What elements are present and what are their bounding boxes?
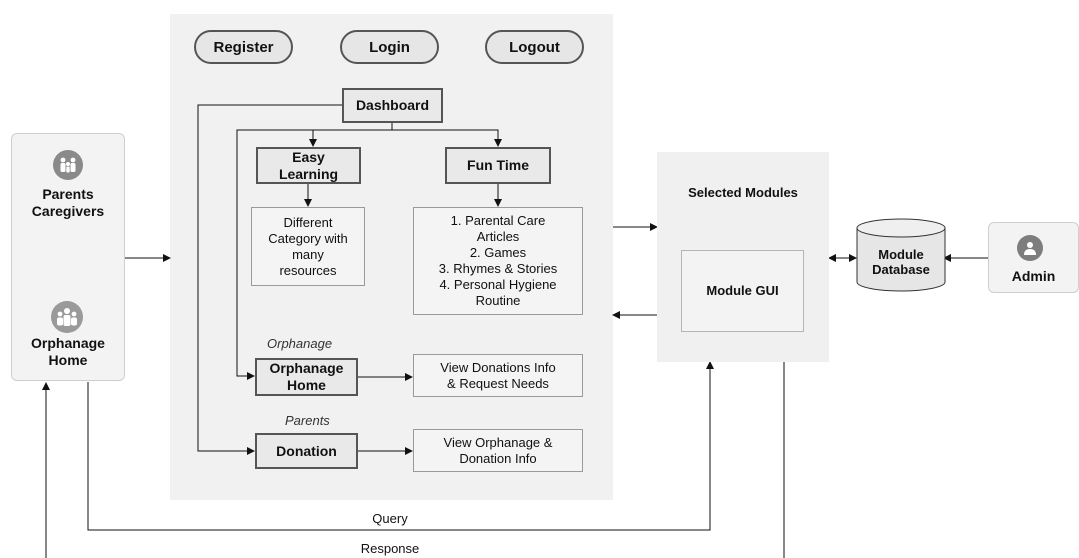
easy-learning-description: Different Category with many resources <box>251 207 365 286</box>
donation-description: View Orphanage & Donation Info <box>413 429 583 472</box>
admin-user-icon <box>1017 235 1043 261</box>
orphanage-home-label: Orphanage Home <box>31 335 105 368</box>
admin-label: Admin <box>1011 268 1056 284</box>
easy-learning-box: Easy Learning <box>256 147 361 184</box>
logout-button[interactable]: Logout <box>485 30 584 64</box>
module-database-label: Module Database <box>872 247 930 277</box>
register-button[interactable]: Register <box>194 30 293 64</box>
fun-time-box: Fun Time <box>445 147 551 184</box>
module-gui-box: Module GUI <box>681 250 804 332</box>
donation-box: Donation <box>255 433 358 469</box>
selected-modules-title: Selected Modules <box>688 185 798 200</box>
dashboard-box: Dashboard <box>342 88 443 123</box>
orphanage-caption: Orphanage <box>267 336 333 351</box>
query-label: Query <box>372 511 408 526</box>
login-button[interactable]: Login <box>340 30 439 64</box>
orphanage-home-description: View Donations Info & Request Needs <box>413 354 583 397</box>
fun-time-items: 1. Parental Care Articles 2. Games 3. Rh… <box>413 207 583 315</box>
database-icon <box>856 218 946 292</box>
parents-caregivers-label: Parents Caregivers <box>31 186 105 219</box>
orphanage-home-box: Orphanage Home <box>255 358 358 396</box>
parents-caption: Parents <box>285 413 330 428</box>
response-label: Response <box>360 541 420 556</box>
family-icon <box>53 150 83 180</box>
group-icon <box>51 301 83 333</box>
